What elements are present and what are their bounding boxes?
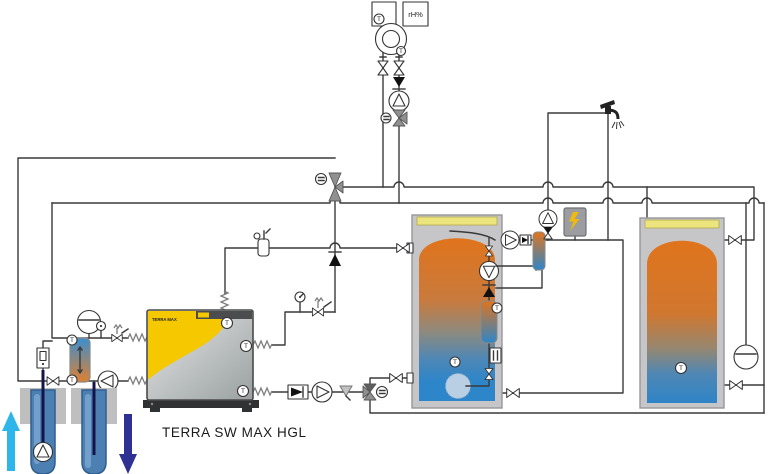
boreholes bbox=[2, 370, 137, 474]
svg-text:T: T bbox=[495, 305, 499, 312]
temperature-sensor-icon: T bbox=[236, 384, 250, 398]
pipe-left-riser-inner bbox=[51, 202, 129, 339]
safety-valve-icon bbox=[111, 323, 129, 343]
svg-text:T: T bbox=[241, 388, 245, 395]
shutoff-valve-icon bbox=[393, 60, 405, 76]
mixing-valve-3way-icon bbox=[380, 109, 408, 127]
flex-connector-icon bbox=[252, 340, 273, 349]
hp-top-panel bbox=[196, 311, 252, 319]
safety-valve-icon bbox=[311, 296, 332, 317]
check-valve-icon bbox=[543, 226, 553, 240]
temperature-sensor-icon: T bbox=[66, 374, 78, 386]
hp-charge-line bbox=[287, 373, 403, 403]
room-sensors: T rH% bbox=[371, 1, 429, 27]
svg-text:T: T bbox=[244, 343, 248, 350]
flex-connector-icon bbox=[220, 290, 229, 311]
hp-yellow-panel bbox=[148, 311, 232, 380]
heat-pump-unit: TERRA MAX T T T bbox=[127, 290, 273, 412]
shutoff-valve-icon bbox=[377, 60, 389, 76]
temperature-sensor-icon: T bbox=[373, 13, 385, 25]
buffer-tank: T bbox=[639, 217, 725, 409]
shutoff-valve-icon bbox=[389, 373, 403, 383]
source-circuit: T T bbox=[36, 309, 129, 392]
air-separator-icon bbox=[253, 228, 271, 257]
pipe-bottom-return bbox=[369, 397, 765, 414]
flex-connector-icon bbox=[127, 376, 148, 385]
domestic-tap-icon bbox=[600, 100, 625, 130]
stratification-unit: T bbox=[449, 230, 503, 387]
temperature-sensor-icon: T bbox=[66, 334, 78, 346]
hygienic-tank: T T bbox=[406, 214, 503, 409]
unit-title: TERRA SW MAX HGL bbox=[162, 425, 307, 440]
svg-text:T: T bbox=[70, 377, 74, 384]
fresh-water-heat-exchanger bbox=[532, 231, 546, 271]
shutoff-valve-icon bbox=[46, 376, 60, 386]
dhw-circulation-pump-icon bbox=[538, 209, 558, 229]
pipe-safety-line bbox=[224, 242, 413, 295]
svg-text:T: T bbox=[399, 48, 403, 55]
svg-text:T: T bbox=[70, 337, 74, 344]
check-valve-icon bbox=[287, 384, 309, 400]
shutoff-valve-icon bbox=[396, 243, 410, 253]
flow-up-arrow bbox=[2, 411, 20, 471]
valve-actuator-icon bbox=[375, 385, 389, 399]
tank-water bbox=[419, 238, 495, 401]
check-valve-icon bbox=[392, 77, 406, 90]
expansion-vessel-icon bbox=[76, 309, 102, 335]
pipe-freshwater-line bbox=[501, 239, 624, 394]
flex-connector-icon bbox=[127, 333, 148, 342]
temperature-sensor-icon: T bbox=[395, 45, 407, 57]
borehole-pump-icon bbox=[32, 441, 54, 463]
flow-down-arrow bbox=[119, 414, 137, 474]
pipe-return-line bbox=[51, 197, 765, 204]
heating-circuit: T bbox=[374, 22, 410, 127]
svg-text:T: T bbox=[225, 320, 229, 327]
temperature-sensor-icon: T bbox=[674, 361, 688, 375]
pipe-tap-loop bbox=[547, 112, 609, 241]
stratifier-pump-icon bbox=[478, 260, 500, 282]
hp-logo: TERRA MAX bbox=[152, 317, 177, 322]
check-valve-icon bbox=[328, 251, 342, 266]
pipe-hp-top-out bbox=[271, 311, 336, 346]
humidity-sensor-box bbox=[402, 1, 429, 27]
tank-lid bbox=[644, 219, 720, 229]
diverter-valve-3way-icon bbox=[362, 383, 389, 401]
hp-base bbox=[143, 400, 259, 408]
strainer-icon bbox=[339, 385, 353, 401]
flow-switch-icon bbox=[36, 347, 50, 369]
dhw-loading-pump-icon bbox=[500, 230, 520, 250]
svg-text:T: T bbox=[453, 359, 457, 366]
sensor-label: T bbox=[377, 16, 381, 23]
electric-heating-element bbox=[563, 207, 587, 237]
shutoff-valve-icon bbox=[729, 380, 743, 390]
temperature-sensor-icon: T bbox=[491, 302, 503, 314]
flex-connector-icon bbox=[252, 387, 273, 396]
tank-lid bbox=[416, 216, 498, 226]
shutoff-valve-icon bbox=[506, 388, 520, 398]
charge-pump-icon bbox=[311, 381, 333, 403]
fresh-water-module bbox=[495, 207, 587, 289]
humidity-sensor-label: rH% bbox=[408, 10, 423, 19]
temperature-sensor-icon: T bbox=[239, 339, 253, 353]
svg-text:T: T bbox=[679, 365, 683, 372]
tank-water bbox=[647, 240, 717, 403]
pressure-gauge-icon bbox=[95, 320, 107, 332]
check-valve-icon bbox=[519, 234, 532, 246]
heating-pump-icon bbox=[388, 90, 410, 112]
mixing-valve-main bbox=[314, 172, 344, 202]
temperature-sensor-icon: T bbox=[220, 316, 234, 330]
shutoff-valve-icon bbox=[728, 235, 742, 245]
temperature-sensor-icon: T bbox=[449, 356, 461, 368]
expansion-vessel-icon bbox=[733, 344, 759, 370]
valve-actuator-icon bbox=[314, 172, 328, 186]
pressure-gauge-icon bbox=[294, 291, 306, 313]
